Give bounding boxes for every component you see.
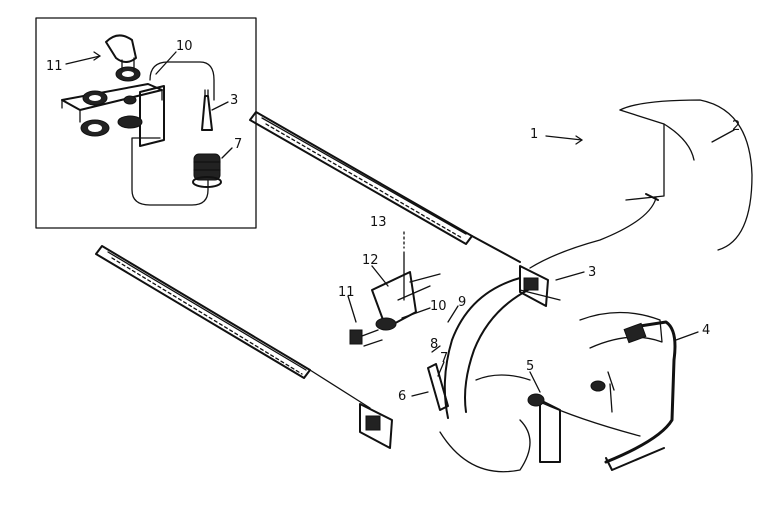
callout-7: 7 — [440, 351, 448, 366]
drum-assembly — [439, 99, 753, 473]
inset-valve-body — [139, 85, 165, 147]
orifice-5 — [527, 380, 606, 407]
callout-9: 9 — [458, 295, 466, 310]
callout-10: 10 — [430, 299, 447, 314]
inset-nut — [193, 153, 221, 181]
upper-bracket — [519, 265, 549, 307]
inset-leader-3 — [211, 101, 229, 111]
inset-callout-10: 10 — [176, 39, 193, 54]
callout-12: 12 — [362, 253, 379, 268]
gas-lines — [519, 193, 659, 437]
upper-burner-rail — [249, 111, 521, 263]
burner-hook — [604, 320, 677, 464]
callout-6: 6 — [398, 389, 406, 404]
callout-3: 3 — [588, 265, 596, 280]
callout-leaders — [347, 129, 735, 397]
inset-thermocouple-tip — [201, 95, 213, 131]
inset-leader-7 — [221, 147, 233, 159]
igniter-6 — [427, 363, 449, 411]
inset-callout-3: 3 — [230, 93, 238, 108]
inset-detail: 11 10 3 7 — [35, 17, 257, 229]
callout-11: 11 — [338, 285, 355, 300]
inset-leader-10 — [155, 51, 177, 75]
gas-tube-lower — [539, 401, 641, 437]
callout-2: 2 — [732, 119, 740, 134]
lower-burner-rail — [95, 245, 371, 409]
inset-fitting-right — [117, 115, 143, 129]
callout-13: 13 — [370, 215, 387, 230]
rear-drum — [619, 99, 753, 251]
inset-thermocouple-tube — [131, 61, 215, 206]
inset-callout-7: 7 — [234, 137, 242, 152]
callout-4: 4 — [702, 323, 710, 338]
pilot-valve-cluster — [349, 251, 441, 347]
burner-tube — [443, 277, 521, 419]
inset-callout-11: 11 — [46, 59, 63, 74]
lower-bracket — [359, 403, 393, 449]
inset-frame — [35, 17, 257, 229]
gas-tube-upper — [529, 197, 657, 269]
callout-1: 1 — [530, 127, 538, 142]
callout-5: 5 — [526, 359, 534, 374]
lower-drum — [579, 311, 663, 349]
callout-8: 8 — [430, 337, 438, 352]
inset-leader-11 — [65, 55, 101, 65]
support-bracket — [539, 399, 561, 463]
inset-valve-plate — [61, 83, 163, 111]
inset-pilot-hood — [105, 34, 137, 63]
